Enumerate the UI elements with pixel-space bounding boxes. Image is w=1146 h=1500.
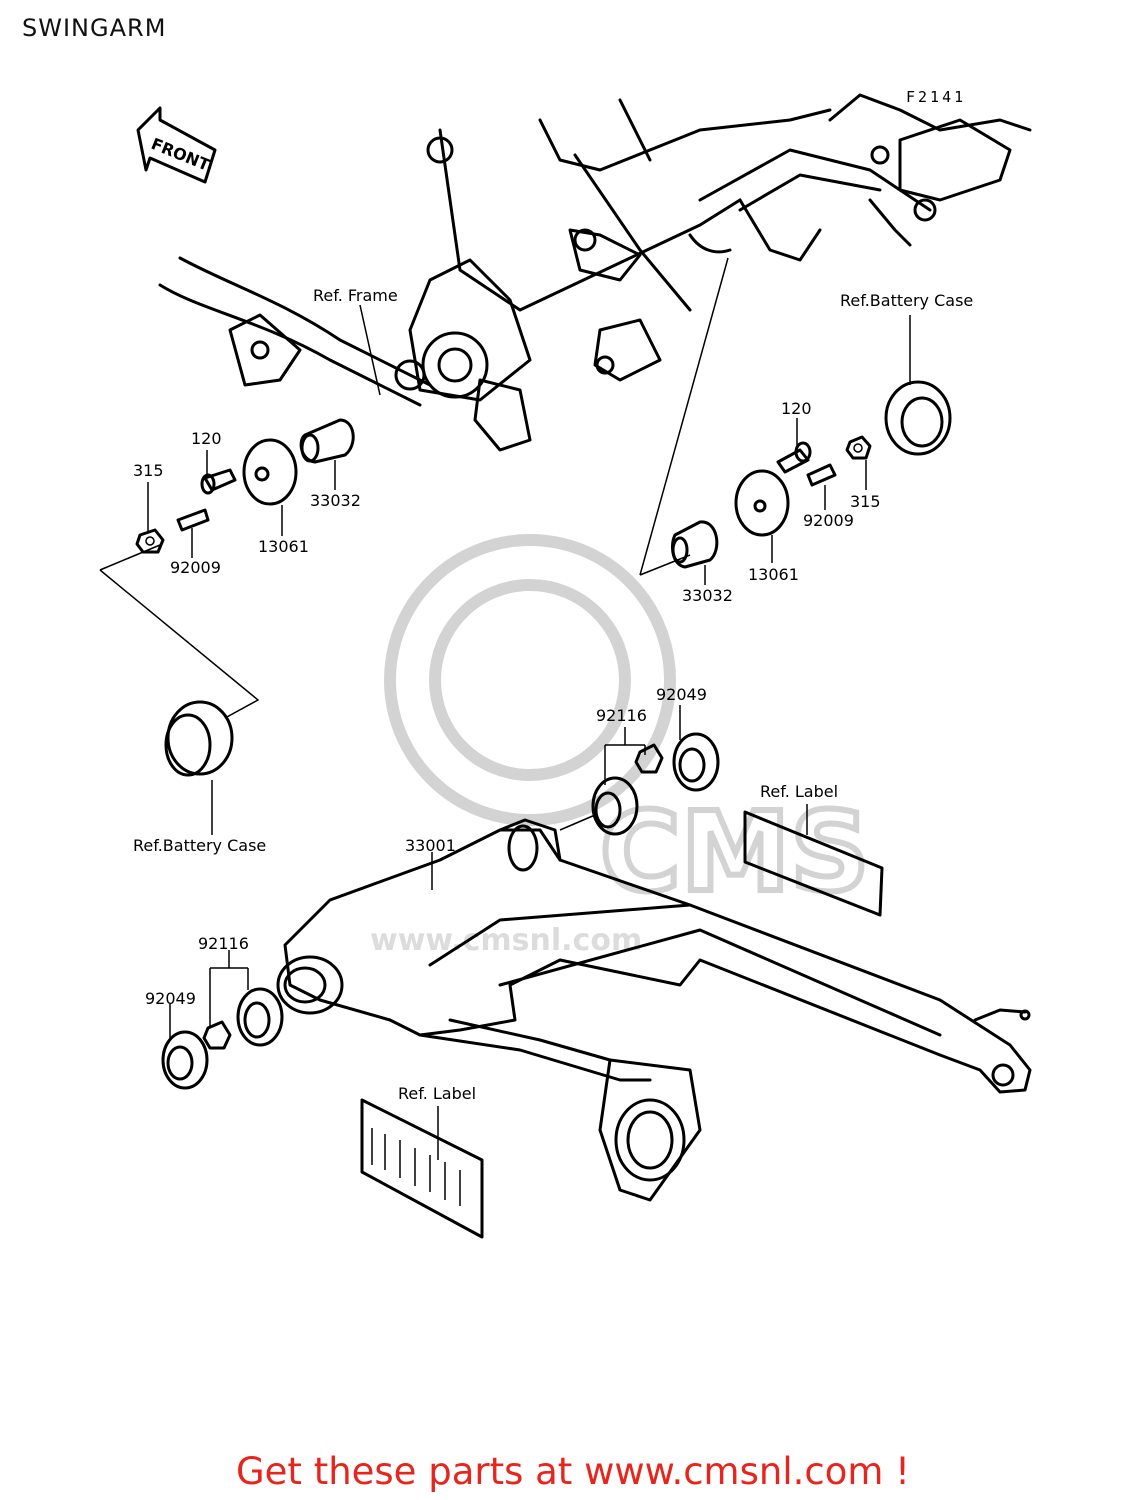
lower-bearing-set bbox=[161, 987, 284, 1090]
lower-92116-leader bbox=[209, 950, 249, 1028]
front-direction-arrow: FRONT bbox=[136, 106, 217, 184]
watermark-url: www.cmsnl.com bbox=[370, 923, 642, 958]
part-33032-left[interactable]: 33032 bbox=[310, 491, 361, 510]
ref-frame-label: Ref. Frame bbox=[313, 286, 398, 305]
ref-frame-leader bbox=[359, 304, 381, 396]
footer-cta-link[interactable]: Get these parts at www.cmsnl.com ! bbox=[235, 1450, 910, 1493]
part-92116-lower[interactable]: 92116 bbox=[198, 934, 249, 953]
part-92049-lower[interactable]: 92049 bbox=[145, 989, 196, 1008]
part-120-right[interactable]: 120 bbox=[781, 399, 812, 418]
ref-label-bottom: Ref. Label bbox=[398, 1084, 476, 1103]
label-sticker-bottom bbox=[360, 1098, 484, 1239]
figure-code: F2141 bbox=[906, 88, 967, 106]
part-92009-left[interactable]: 92009 bbox=[170, 558, 221, 577]
part-33032-right[interactable]: 33032 bbox=[682, 586, 733, 605]
part-92049-upper[interactable]: 92049 bbox=[656, 685, 707, 704]
right-mount-group bbox=[671, 435, 872, 569]
left-mount-group bbox=[135, 418, 355, 554]
left-bracket-top bbox=[99, 544, 161, 571]
part-92009-right[interactable]: 92009 bbox=[803, 511, 854, 530]
right-bracket-bottom bbox=[639, 554, 691, 576]
cms-watermark: CMS www.cmsnl.com bbox=[370, 534, 872, 958]
left-bracket-bottom bbox=[99, 569, 260, 719]
upper-bearing-set bbox=[591, 732, 720, 836]
battery-case-grommet-left bbox=[164, 700, 234, 777]
ref-battery-case-left: Ref.Battery Case bbox=[133, 836, 266, 855]
page-title: SWINGARM bbox=[22, 14, 167, 42]
battery-case-grommet-right bbox=[884, 380, 952, 456]
right-bracket-top bbox=[639, 257, 729, 576]
bearing-axis-line bbox=[559, 814, 596, 831]
ref-label-right: Ref. Label bbox=[760, 782, 838, 801]
part-92116-upper[interactable]: 92116 bbox=[596, 706, 647, 725]
ref-battery-case-right: Ref.Battery Case bbox=[840, 291, 973, 310]
front-label: FRONT bbox=[149, 134, 213, 175]
part-13061-left[interactable]: 13061 bbox=[258, 537, 309, 556]
part-315-left[interactable]: 315 bbox=[133, 461, 164, 480]
part-13061-right[interactable]: 13061 bbox=[748, 565, 799, 584]
part-120-left[interactable]: 120 bbox=[191, 429, 222, 448]
frame-drawing bbox=[158, 93, 1032, 452]
swingarm-drawing bbox=[276, 818, 1032, 1202]
watermark-brand: CMS bbox=[600, 788, 869, 916]
part-33001[interactable]: 33001 bbox=[405, 836, 456, 855]
label-sticker-right bbox=[743, 810, 884, 917]
upper-92116-leader bbox=[604, 727, 646, 785]
part-315-right[interactable]: 315 bbox=[850, 492, 881, 511]
